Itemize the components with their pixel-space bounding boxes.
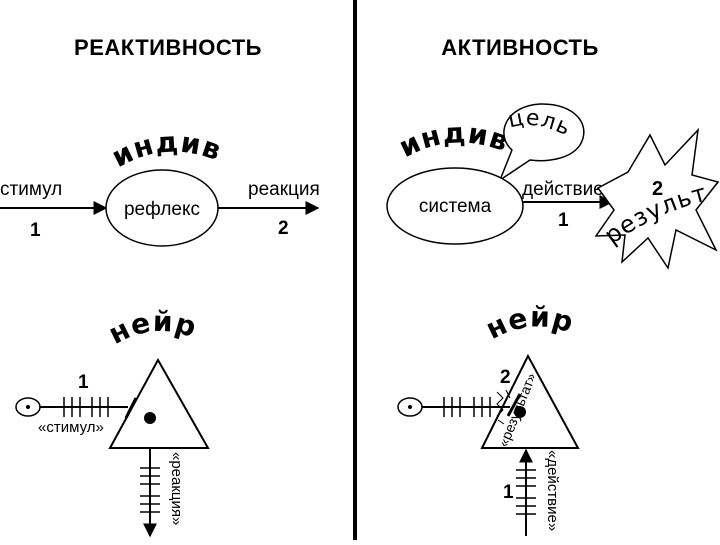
heading-reactivity: РЕАКТИВНОСТЬ	[74, 35, 262, 60]
goal-bubble	[498, 103, 585, 182]
neuron-right-output-ticks	[516, 469, 536, 515]
neuron-left-output-ticks	[140, 467, 160, 513]
reactive-output-number: 2	[278, 218, 289, 239]
result-number: 2	[652, 178, 663, 200]
neuron-right-synapse	[506, 393, 522, 417]
neuron-right-output-number: 1	[503, 482, 514, 503]
neuron-right-nucleus	[514, 406, 526, 418]
active-output-label: действие	[522, 179, 604, 200]
neuron-left-output-label: «реакция»	[168, 452, 185, 525]
neuron-left-synapse	[124, 397, 138, 419]
neuron-right-input-ticks	[443, 397, 491, 417]
active-arc-label: индивид	[0, 0, 513, 164]
reactive-output-label: реакция	[248, 179, 320, 200]
neuron-left-body	[108, 357, 210, 449]
active-node-label: система	[419, 196, 492, 217]
active-system-node	[386, 167, 524, 245]
neuron-left-input-terminal-dot	[26, 405, 30, 409]
neuron-right-result-number: 2	[500, 367, 511, 388]
neuron-right-output-label: «действие»	[544, 450, 561, 531]
neuron-right-input-terminal-dot	[408, 405, 412, 409]
reactive-arc-label: индивид	[0, 0, 226, 174]
reactive-input-number: 1	[30, 220, 41, 241]
result-starburst	[594, 127, 720, 270]
reactive-node-label: рефлекс	[124, 199, 200, 220]
neuron-left-input-ticks	[63, 397, 109, 417]
active-output-number: 1	[558, 210, 569, 231]
neuron-left-input-label: «стимул»	[38, 419, 104, 436]
reactive-input-label: стимул	[0, 179, 62, 200]
heading-activity: АКТИВНОСТЬ	[441, 35, 599, 60]
neuron-left-nucleus	[144, 412, 156, 424]
neuron-right-body	[480, 353, 580, 449]
neuron-left-input-number: 1	[78, 372, 89, 393]
neuron-right-result-burst	[496, 389, 511, 425]
